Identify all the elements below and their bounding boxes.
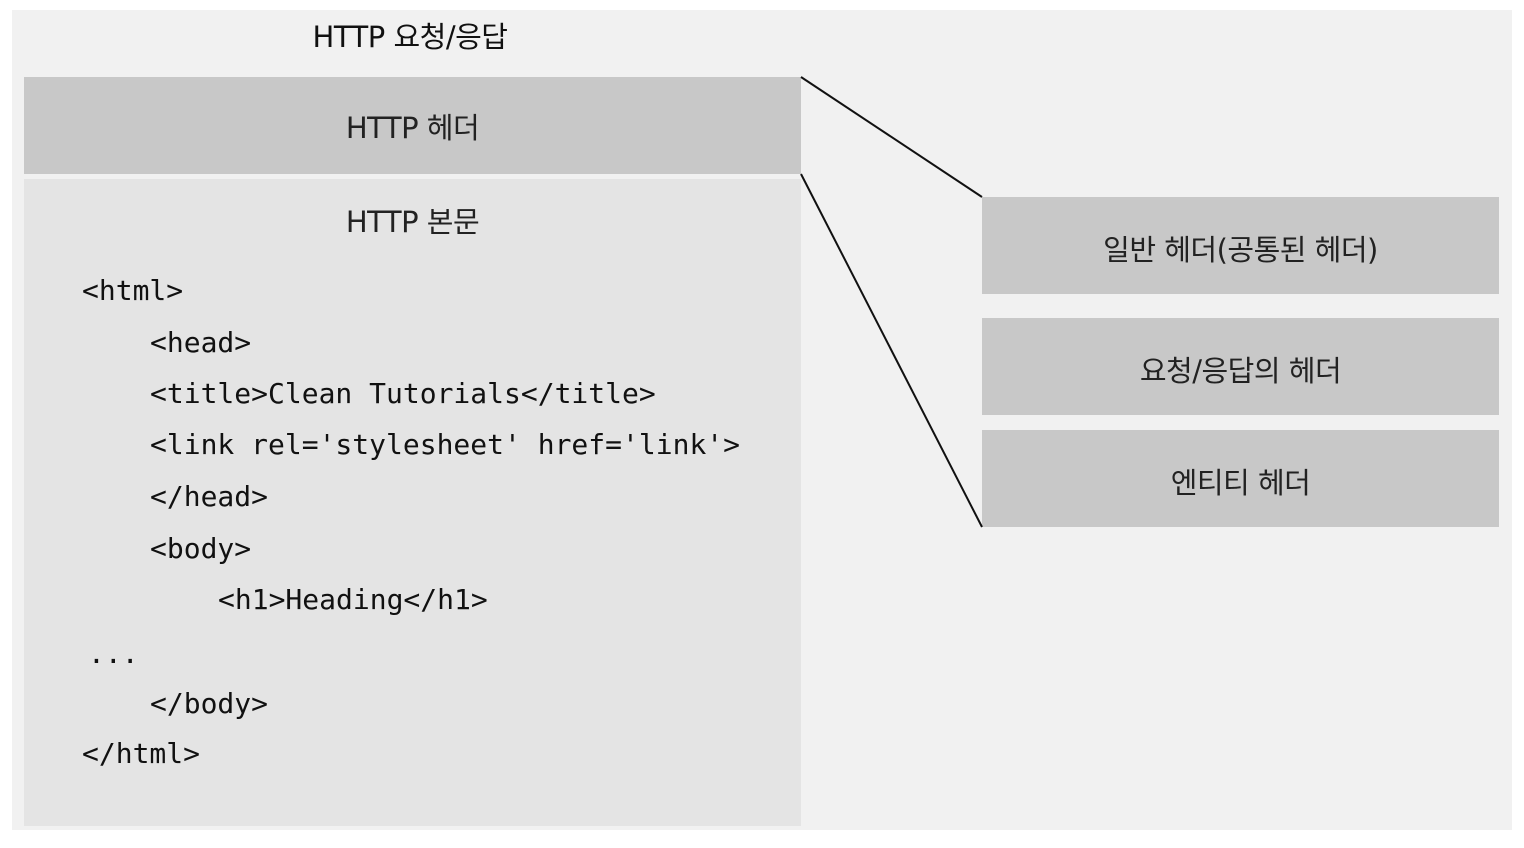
http-body-box: HTTP 본문: [24, 179, 801, 826]
code-line-html-close: </html>: [82, 737, 201, 770]
code-line-body-open: <body>: [150, 532, 252, 565]
diagram-title: HTTP 요청/응답: [312, 20, 508, 54]
code-line-html-open: <html>: [82, 274, 184, 307]
code-line-h1: <h1>Heading</h1>: [218, 583, 488, 616]
code-line-head-close: </head>: [150, 480, 269, 513]
http-header-box: HTTP 헤더: [24, 77, 801, 174]
code-line-title: <title>Clean Tutorials</title>: [150, 377, 656, 410]
http-header-label: HTTP 헤더: [345, 111, 480, 145]
code-line-link: <link rel='stylesheet' href='link'>: [150, 428, 741, 461]
http-body-label: HTTP 본문: [345, 205, 480, 239]
code-line-head-open: <head>: [150, 326, 252, 359]
code-line-ellipsis: ...: [88, 637, 139, 670]
code-line-body-close: </body>: [150, 687, 269, 720]
entity-header-label: 엔티티 헤더: [1170, 466, 1311, 500]
entity-header-box: 엔티티 헤더: [982, 430, 1499, 527]
general-header-box: 일반 헤더(공통된 헤더): [982, 197, 1499, 294]
request-response-header-label: 요청/응답의 헤더: [1139, 354, 1342, 388]
general-header-label: 일반 헤더(공통된 헤더): [1103, 233, 1378, 267]
request-response-header-box: 요청/응답의 헤더: [982, 318, 1499, 415]
